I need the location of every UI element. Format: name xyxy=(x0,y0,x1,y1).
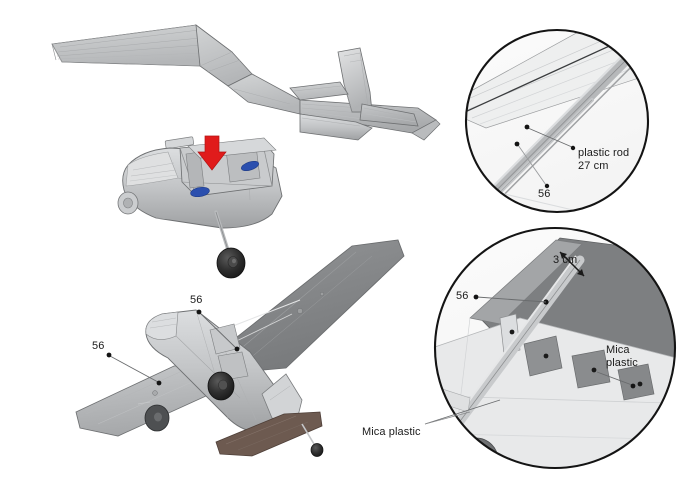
callout-mica-plastic-right-line1: Mica xyxy=(606,344,630,356)
callout-plastic-rod-line1: plastic rod xyxy=(578,147,630,159)
callout-plastic-rod-line2: 27 cm xyxy=(578,160,609,172)
main-aircraft-left-wing xyxy=(51,24,253,87)
main-aircraft-cabin-frame xyxy=(179,137,277,197)
dimension-arrow-3cm xyxy=(559,251,585,277)
secondary-aircraft-tail-wheel xyxy=(301,423,324,457)
callout-mica-plastic-bottom: Mica plastic xyxy=(362,426,421,438)
main-aircraft-figure xyxy=(51,24,441,279)
main-aircraft-tail-boom xyxy=(299,113,373,141)
assembly-direction-arrow xyxy=(197,135,227,171)
top-circle-leader-lines xyxy=(514,124,576,189)
secondary-aircraft-stabilizer xyxy=(215,411,323,457)
detail-circle-wing-strut xyxy=(464,28,650,214)
callout-part-56-wingroot: 56 xyxy=(456,290,469,302)
callout-mica-plastic-right-line2: plastic xyxy=(606,357,638,369)
main-aircraft-nose-gear xyxy=(214,210,246,279)
bottom-circle-leader-lines xyxy=(424,294,636,425)
callout-part-56-wing: 56 xyxy=(190,294,203,306)
secondary-aircraft-leader-lines xyxy=(106,309,240,386)
secondary-aircraft-vertical-fin xyxy=(261,373,303,425)
main-aircraft-right-stabilizer xyxy=(359,103,419,127)
callout-part-56-strut: 56 xyxy=(538,188,551,200)
secondary-aircraft-figure xyxy=(75,239,405,457)
main-aircraft-seats xyxy=(190,160,259,198)
callout-part-56-fuselage: 56 xyxy=(92,340,105,352)
main-aircraft-center-wing xyxy=(164,73,301,150)
main-aircraft-left-stabilizer xyxy=(289,81,349,101)
secondary-aircraft-main-wheels xyxy=(144,371,235,432)
main-aircraft-vertical-fin xyxy=(337,47,373,113)
secondary-aircraft-left-wing xyxy=(75,365,209,437)
callout-dimension-3cm: 3 cm xyxy=(553,254,578,266)
